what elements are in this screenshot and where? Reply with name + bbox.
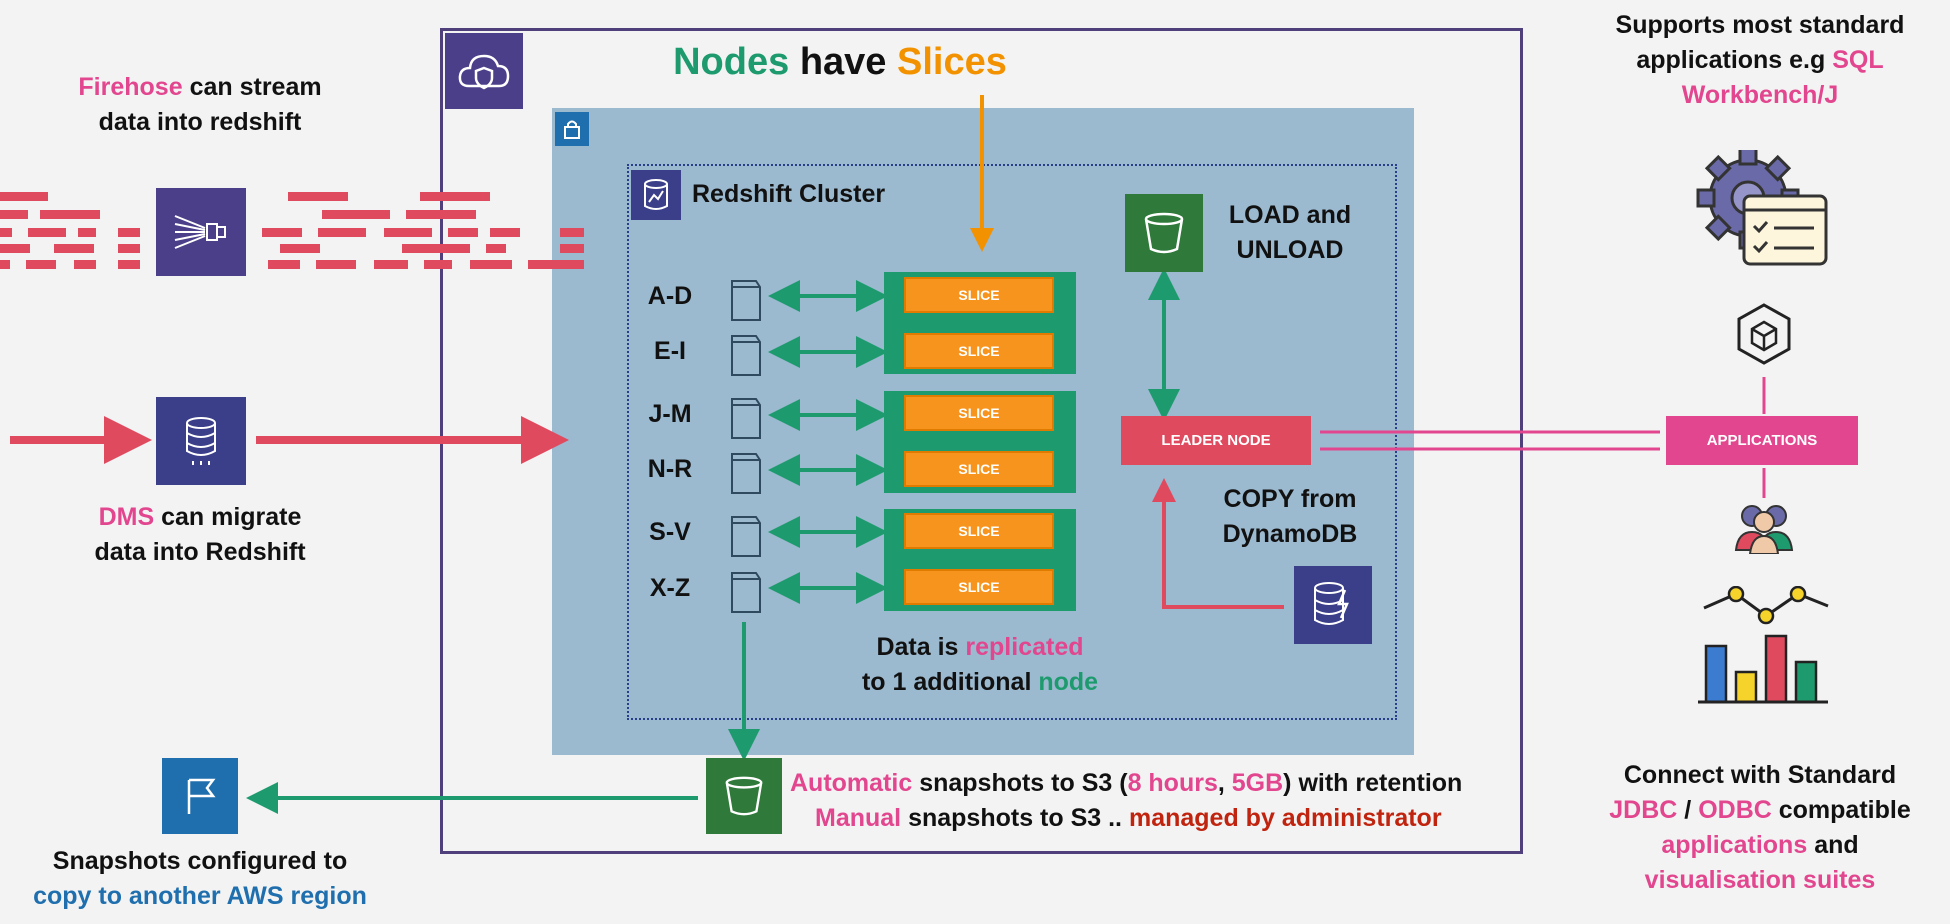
analytics-chart-icon bbox=[1698, 586, 1829, 704]
cube-icon bbox=[1737, 303, 1791, 365]
replication-note: Data is replicated to 1 additional node bbox=[861, 633, 1099, 696]
range-label: E-I bbox=[654, 337, 686, 365]
diagram-title: Nodes have Slices bbox=[673, 41, 1007, 83]
connect-note: Connect with Standard JDBC / ODBC compat… bbox=[1609, 761, 1911, 894]
leader-node: LEADER NODE bbox=[1121, 416, 1311, 465]
snapshot-s3-icon bbox=[706, 758, 782, 834]
sql-workbench-icon bbox=[1696, 150, 1828, 266]
copy-dynamo-label: COPY from DynamoDB bbox=[1222, 485, 1358, 548]
snapshot-note: Automatic snapshots to S3 (8 hours, 5GB)… bbox=[790, 769, 1463, 832]
firehose-caption: Firehose can stream data into redshift bbox=[78, 73, 322, 136]
slice-4: SLICE bbox=[904, 451, 1054, 487]
region-note: Snapshots configured to copy to another … bbox=[33, 847, 367, 910]
cloud-shield-icon bbox=[445, 33, 523, 109]
range-label: N-R bbox=[647, 455, 693, 483]
slice-6: SLICE bbox=[904, 569, 1054, 605]
node-slice-arrows bbox=[768, 268, 1180, 604]
s3-bucket-icon bbox=[1125, 194, 1203, 272]
redshift-icon bbox=[631, 170, 681, 220]
dms-icon bbox=[156, 397, 246, 485]
users-icon bbox=[1734, 505, 1794, 554]
dynamo-copy-arrow bbox=[1152, 478, 1284, 609]
applications-box: APPLICATIONS bbox=[1666, 416, 1858, 465]
slice-3: SLICE bbox=[904, 395, 1054, 431]
dms-caption: DMS can migrate data into Redshift bbox=[94, 503, 306, 566]
slice-5: SLICE bbox=[904, 513, 1054, 549]
region-flag-icon bbox=[162, 758, 238, 834]
range-label: A-D bbox=[647, 282, 693, 310]
node-db-icons bbox=[731, 280, 761, 613]
slice-2: SLICE bbox=[904, 333, 1054, 369]
range-label: S-V bbox=[649, 518, 691, 546]
supports-note: Supports most standard applications e.g … bbox=[1615, 11, 1905, 109]
dynamodb-icon bbox=[1294, 566, 1372, 644]
redshift-cluster-border bbox=[627, 164, 1397, 720]
slice-1: SLICE bbox=[904, 277, 1054, 313]
cluster-label: Redshift Cluster bbox=[692, 180, 886, 208]
firehose-stream bbox=[0, 192, 584, 269]
lock-icon bbox=[555, 112, 589, 146]
range-label: J-M bbox=[648, 400, 692, 428]
range-label: X-Z bbox=[649, 574, 691, 602]
load-unload-label: LOAD and UNLOAD bbox=[1228, 201, 1352, 264]
firehose-icon bbox=[156, 188, 246, 276]
